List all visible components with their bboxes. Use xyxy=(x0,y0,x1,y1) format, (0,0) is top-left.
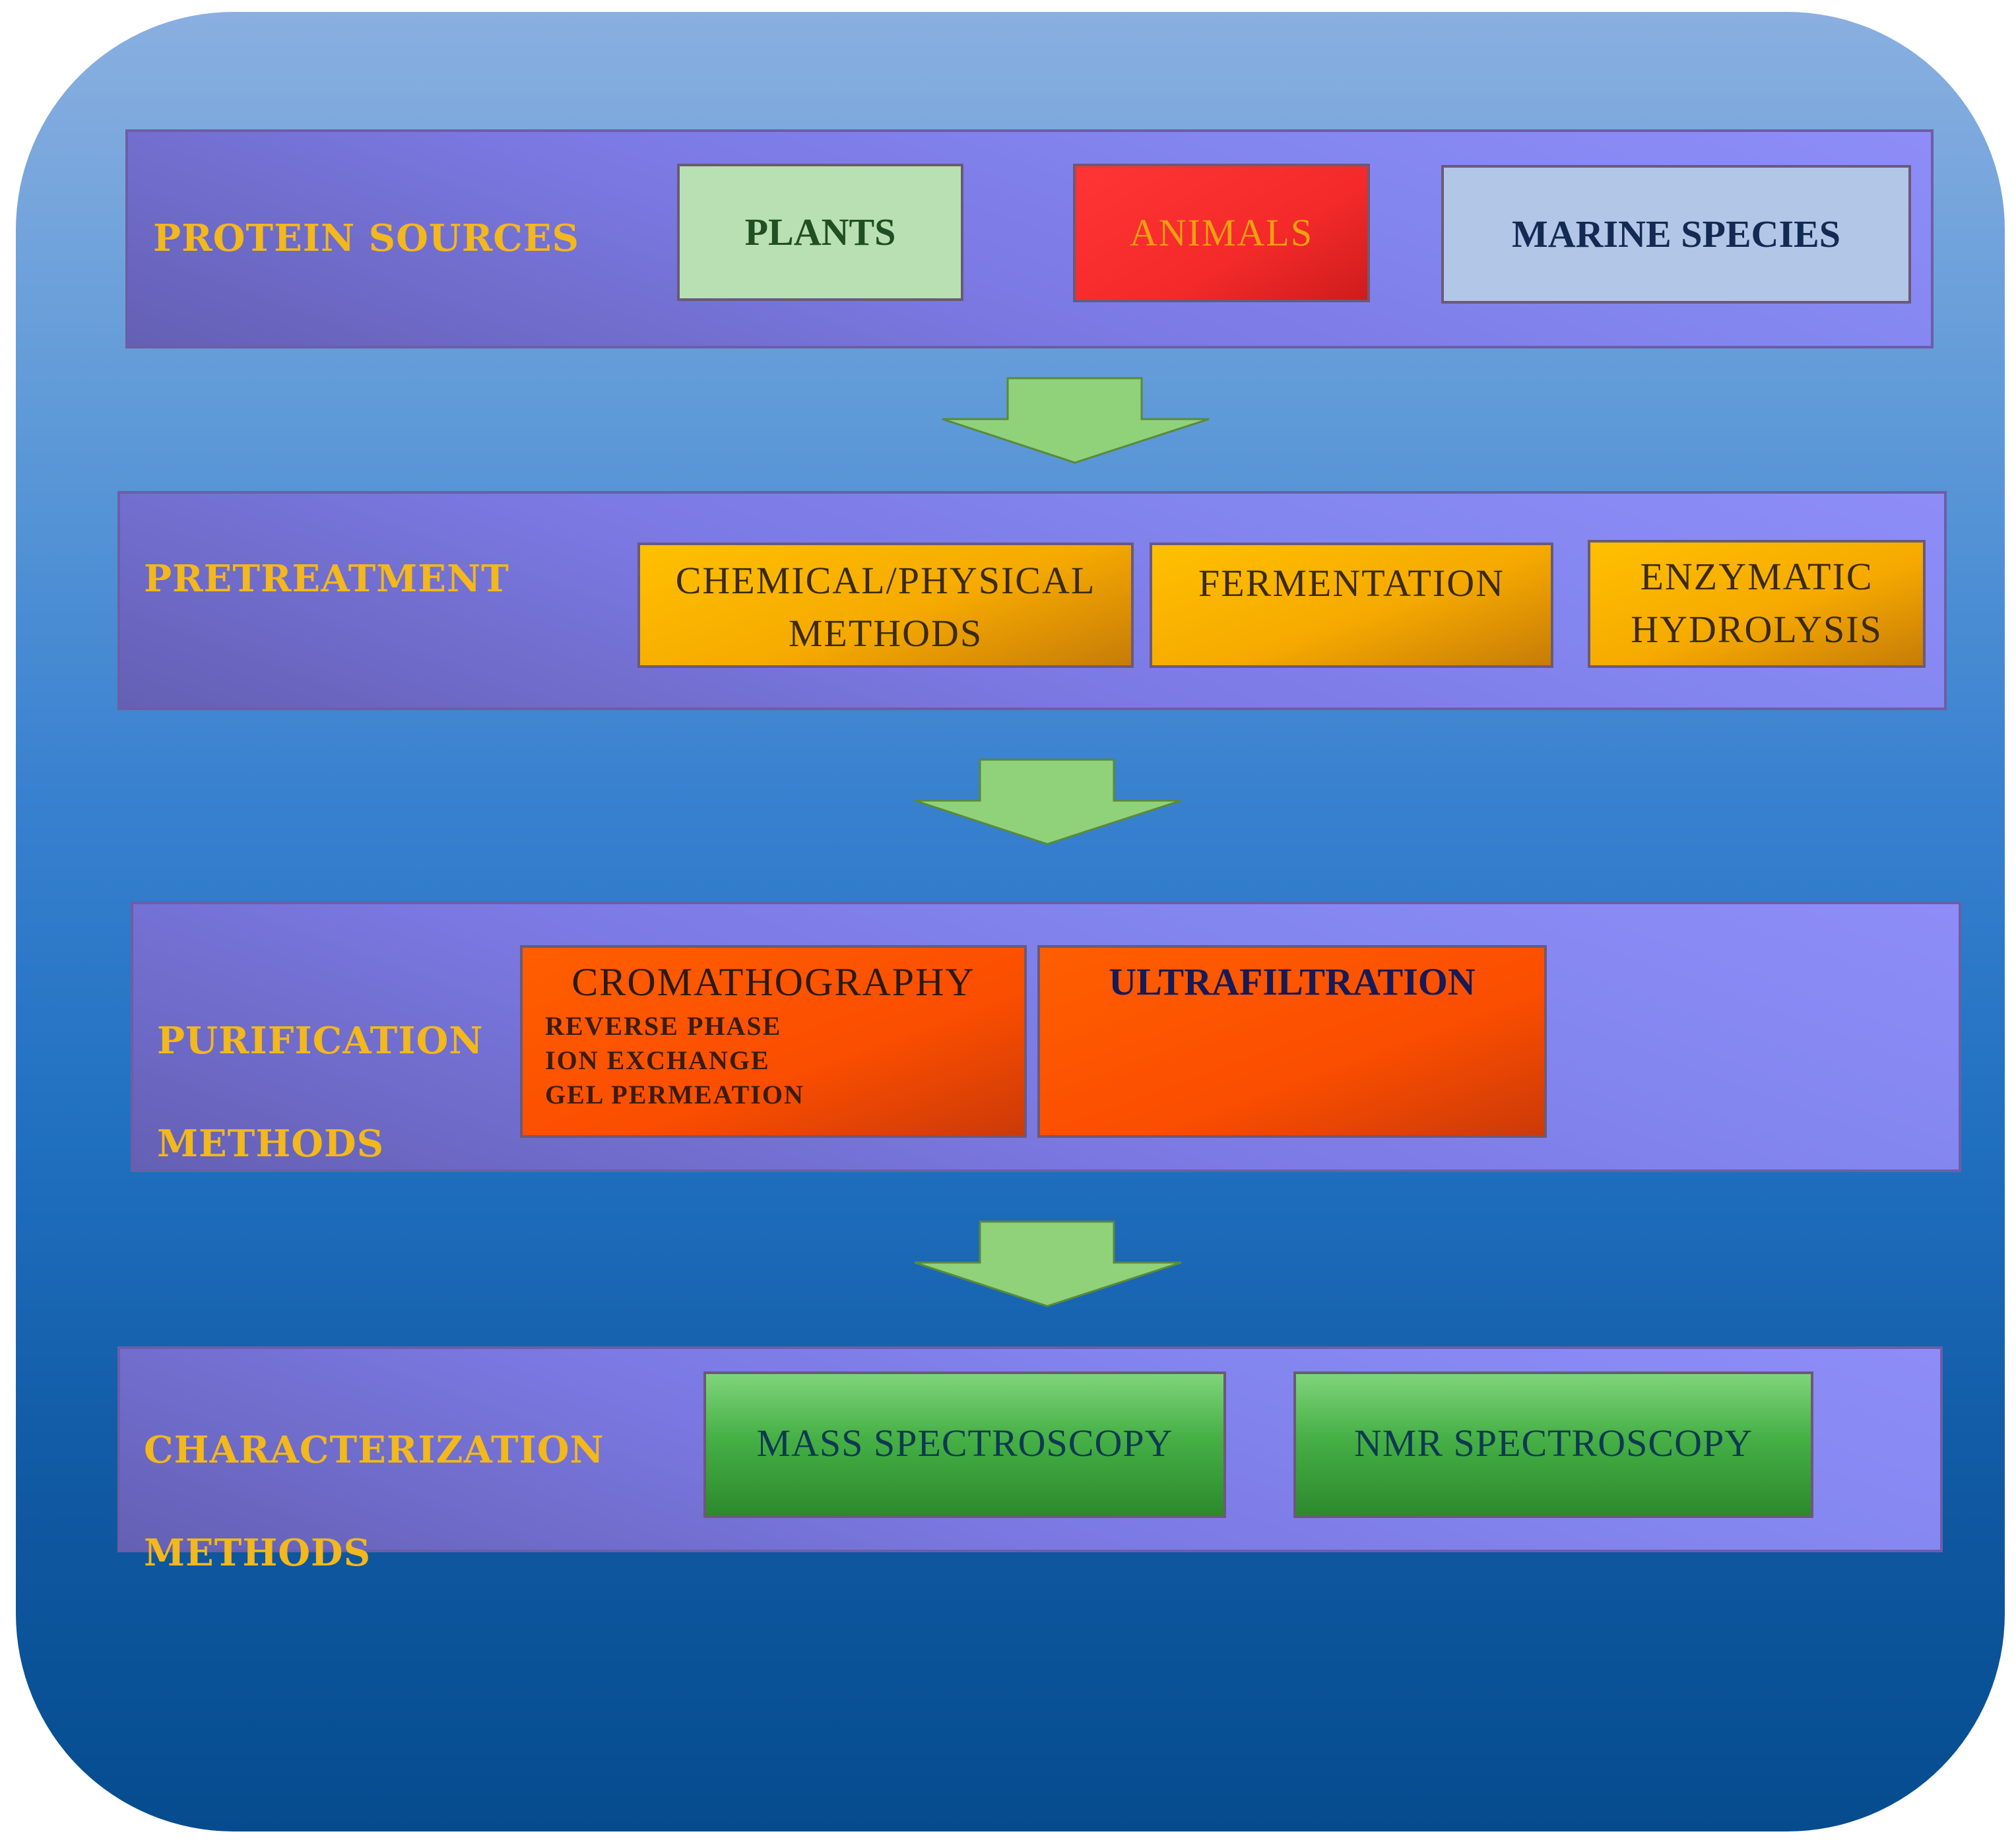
box-enzymatic-line2: HYDROLYSIS xyxy=(1631,608,1883,651)
arrow-down-icon xyxy=(914,1220,1182,1307)
box-mass-spectroscopy-label: MASS SPECTROSCOPY xyxy=(756,1422,1173,1465)
box-marine-species-label: MARINE SPECIES xyxy=(1512,213,1840,255)
stage-label-pretreatment: PRETREATMENT xyxy=(144,557,509,601)
stage-label-purification-line1: PURIFICATION xyxy=(157,1019,484,1063)
box-chemical-physical-line2: METHODS xyxy=(788,612,983,655)
box-fermentation-label: FERMENTATION xyxy=(1198,562,1505,605)
box-plants: PLANTS xyxy=(677,164,963,301)
stage-label-purification: PURIFICATION METHODS xyxy=(157,964,483,1170)
arrow-down-icon xyxy=(914,758,1182,845)
stage-label-characterization-line1: CHARACTERIZATION xyxy=(144,1428,604,1472)
box-animals: ANIMALS xyxy=(1073,164,1370,302)
box-chemical-physical-methods: CHEMICAL/PHYSICAL METHODS xyxy=(637,543,1134,668)
box-enzymatic-hydrolysis: ENZYMATIC HYDROLYSIS xyxy=(1588,540,1926,668)
box-ultrafiltration-title: ULTRAFILTRATION xyxy=(1109,960,1476,1003)
stage-label-characterization-line2: METHODS xyxy=(144,1531,372,1575)
box-mass-spectroscopy: MASS SPECTROSCOPY xyxy=(703,1371,1226,1518)
box-nmr-spectroscopy-label: NMR SPECTROSCOPY xyxy=(1353,1422,1753,1465)
chromatography-ion-exchange: ION EXCHANGE xyxy=(545,1045,770,1075)
box-chromatography: CROMATHOGRAPHY REVERSE PHASE ION EXCHANG… xyxy=(520,945,1027,1138)
box-chromatography-title: CROMATHOGRAPHY xyxy=(571,960,975,1004)
box-nmr-spectroscopy: NMR SPECTROSCOPY xyxy=(1293,1371,1813,1518)
box-ultrafiltration: ULTRAFILTRATION xyxy=(1037,945,1547,1138)
box-animals-label: ANIMALS xyxy=(1129,211,1314,254)
chromatography-gel-permeation: GEL PERMEATION xyxy=(545,1080,804,1109)
arrow-down-icon xyxy=(942,377,1210,464)
chromatography-reverse-phase: REVERSE PHASE xyxy=(545,1011,782,1041)
box-fermentation: FERMENTATION xyxy=(1150,543,1553,668)
box-enzymatic-line1: ENZYMATIC xyxy=(1640,555,1873,598)
box-plants-label: PLANTS xyxy=(744,211,896,253)
stage-label-protein-sources: PROTEIN SOURCES xyxy=(153,216,579,260)
box-marine-species: MARINE SPECIES xyxy=(1441,165,1911,304)
stage-label-purification-line2: METHODS xyxy=(157,1122,385,1166)
box-chemical-physical-line1: CHEMICAL/PHYSICAL xyxy=(675,559,1096,602)
stage-label-characterization: CHARACTERIZATION METHODS xyxy=(144,1373,604,1579)
